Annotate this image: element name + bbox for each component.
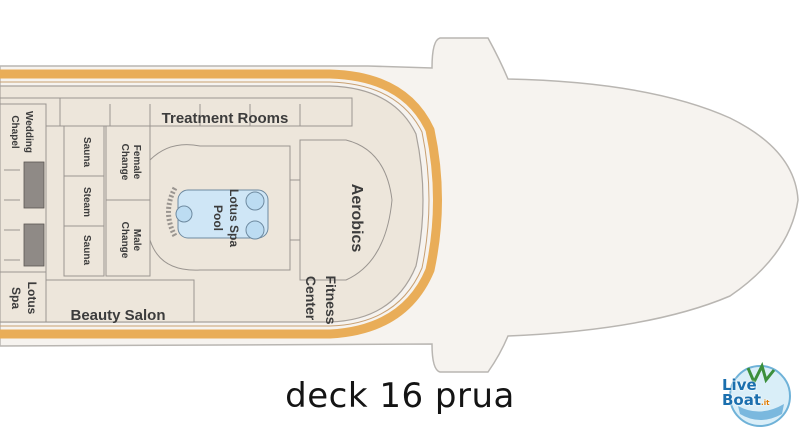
lotus-spa-room: [0, 271, 47, 323]
label-center: Center: [303, 276, 319, 321]
label-sauna-top: Sauna: [81, 137, 92, 167]
label-steam: Steam: [81, 187, 92, 217]
wedding-seating-1: [23, 161, 45, 209]
label-spa: Spa: [9, 287, 23, 309]
label-male-1: Male: [131, 229, 142, 252]
label-lotus-spa: Lotus Spa: [227, 189, 241, 247]
wedding-seating-2: [23, 223, 45, 267]
label-beauty-salon: Beauty Salon: [70, 307, 165, 324]
deck-rail-inner: [0, 81, 430, 327]
deck-rail: [0, 69, 442, 339]
label-treatment-rooms: Treatment Rooms: [162, 110, 289, 127]
treatment-rooms-band: [0, 97, 353, 127]
label-female-2: Change: [119, 144, 130, 181]
sauna-steam-block: [63, 125, 105, 277]
deck-caption: deck 16 prua: [285, 376, 515, 416]
aerobics-room: [299, 139, 393, 281]
whirlpool-1: [245, 191, 265, 211]
liveboat-logo: Live Boat.it: [718, 356, 798, 432]
whirlpool-2: [245, 220, 265, 240]
label-lotus: Lotus: [25, 282, 39, 315]
label-female-1: Female: [131, 145, 142, 180]
label-aerobics: Aerobics: [348, 184, 365, 253]
label-sauna-bottom: Sauna: [81, 235, 92, 265]
label-male-2: Change: [119, 222, 130, 259]
label-fitness: Fitness: [323, 275, 339, 324]
beauty-salon-room: [45, 279, 195, 323]
change-rooms-block: [105, 125, 151, 277]
whirlpool-3: [175, 205, 193, 223]
label-chapel: Chapel: [9, 115, 20, 149]
pool-steps: [166, 186, 178, 238]
label-pool: Pool: [211, 205, 225, 231]
logo-text: Live Boat.it: [722, 376, 770, 409]
label-wedding: Wedding: [23, 111, 34, 153]
